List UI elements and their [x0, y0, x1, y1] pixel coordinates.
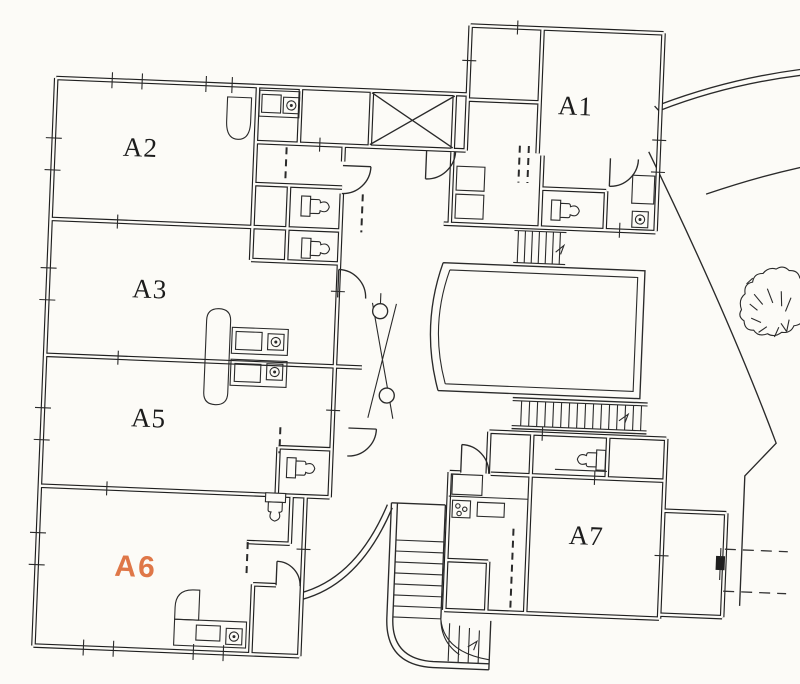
- door-swing-icons: [275, 150, 640, 587]
- tree-icon: [739, 266, 800, 338]
- elevator-x-icon: [369, 92, 456, 149]
- toilet-icon: [285, 457, 316, 480]
- unit-labels: A1 A2 A3 A5 A6 A7: [114, 90, 605, 585]
- window-tick-marks: [28, 20, 722, 662]
- unit-label-a3: A3: [132, 273, 168, 304]
- kitchen-sink-icon: [282, 96, 301, 115]
- toilet-icon: [300, 195, 331, 218]
- toilet-icon: [300, 237, 331, 260]
- courtyard-void: [429, 261, 646, 400]
- unit-label-a7: A7: [568, 520, 604, 551]
- dashed-openings: [245, 145, 788, 609]
- balcony-icon: [715, 555, 726, 571]
- stairs-curved-bottom: [386, 502, 492, 671]
- kitchen-sink-icon: [631, 210, 649, 229]
- toilet-icon: [576, 448, 607, 471]
- kitchen-sink-icon: [225, 627, 243, 646]
- stairs-upper-flight: [511, 396, 648, 435]
- stairs-a1-entry: [513, 229, 567, 266]
- stove-icon: [451, 499, 472, 519]
- unit-label-a6-highlighted: A6: [114, 550, 158, 585]
- unit-label-a2: A2: [122, 132, 158, 163]
- toilet-icon: [550, 199, 581, 222]
- plan-rotated-group: A1 A2 A3 A5 A6 A7: [28, 2, 800, 684]
- kitchen-sink-icon: [266, 333, 285, 351]
- kitchen-and-closet-fixtures: [172, 89, 726, 649]
- ramp-brace-marker: [367, 293, 397, 419]
- toilet-icon: [264, 492, 287, 523]
- unit-label-a1: A1: [557, 90, 593, 121]
- unit-label-a5: A5: [131, 402, 167, 433]
- site-boundary-lines: [299, 67, 800, 606]
